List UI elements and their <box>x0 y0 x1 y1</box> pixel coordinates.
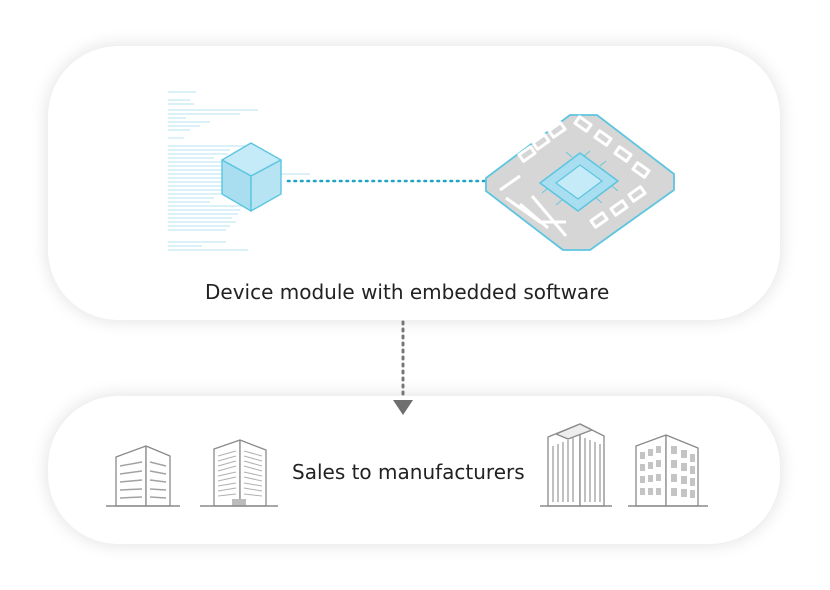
sales-caption: Sales to manufacturers <box>292 460 525 484</box>
device-module-caption: Device module with embedded software <box>205 280 610 304</box>
